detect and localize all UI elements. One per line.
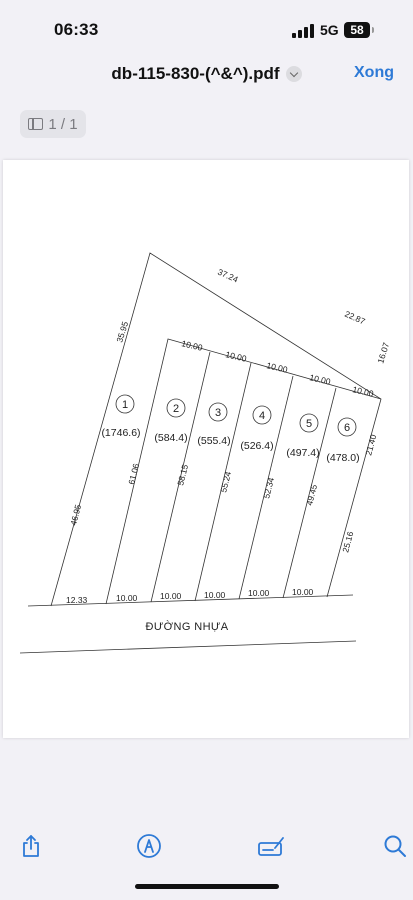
dim-inner-top-5: 10.00 bbox=[309, 372, 332, 387]
land-plot-drawing: 37.24 22.87 16.07 35.95 10.00 10.00 10.0… bbox=[19, 252, 391, 654]
dim-right-corner: 16.07 bbox=[375, 341, 391, 365]
cellular-signal-icon bbox=[292, 24, 314, 38]
dim-bottom-2: 10.00 bbox=[116, 593, 138, 603]
lot-marker-2 bbox=[166, 398, 186, 418]
road-edge-top bbox=[27, 594, 354, 607]
home-indicator[interactable] bbox=[135, 884, 279, 889]
page-indicator-text: 1 / 1 bbox=[48, 115, 78, 133]
dim-side-2: 61.06 bbox=[126, 462, 141, 485]
page-indicator[interactable]: 1 / 1 bbox=[20, 110, 86, 138]
lot-area-1: (1746.6) bbox=[101, 427, 140, 439]
lot-4-5-divider bbox=[238, 375, 294, 600]
lot-1-2-divider bbox=[105, 338, 382, 605]
lot-number-3: 3 bbox=[215, 407, 221, 419]
dim-side-5: 52.34 bbox=[261, 476, 276, 499]
lot-5-6-divider bbox=[282, 387, 337, 599]
dim-side-1: 46.95 bbox=[68, 503, 83, 526]
lot-area-5: (497.4) bbox=[286, 447, 319, 459]
status-bar: 06:33 5G 58 bbox=[0, 0, 413, 60]
network-type: 5G bbox=[320, 22, 339, 38]
lot-number-1: 1 bbox=[122, 399, 128, 411]
dim-inner-top-3: 10.00 bbox=[225, 349, 248, 364]
lot-3-4-divider bbox=[194, 362, 252, 602]
document-header: db-115-830-(^&^).pdf Xong bbox=[0, 56, 413, 96]
pdf-page[interactable]: 37.24 22.87 16.07 35.95 10.00 10.00 10.0… bbox=[3, 160, 409, 738]
dim-bottom-3: 10.00 bbox=[160, 591, 182, 601]
lot-number-4: 4 bbox=[259, 410, 265, 422]
dim-top-long: 37.24 bbox=[216, 267, 240, 285]
bottom-toolbar bbox=[0, 825, 413, 869]
dim-right-lower: 25.16 bbox=[340, 530, 355, 553]
dim-bottom-4: 10.00 bbox=[204, 590, 226, 600]
battery-level: 58 bbox=[350, 23, 364, 37]
lot-number-5: 5 bbox=[306, 418, 312, 430]
battery-icon: 58 bbox=[344, 22, 374, 38]
dim-bottom-5: 10.00 bbox=[248, 588, 270, 598]
lot-number-2: 2 bbox=[173, 403, 179, 415]
lot-area-3: (555.4) bbox=[197, 435, 230, 447]
document-title-text: db-115-830-(^&^).pdf bbox=[111, 64, 280, 83]
lot-area-2: (584.4) bbox=[154, 432, 187, 444]
sidebar-icon bbox=[28, 118, 44, 130]
lot-marker-1 bbox=[115, 394, 135, 414]
dim-bottom-1: 12.33 bbox=[66, 595, 88, 605]
dim-inner-top-2: 10.00 bbox=[181, 338, 204, 353]
dim-side-6: 49.45 bbox=[304, 483, 319, 506]
share-icon[interactable] bbox=[18, 833, 44, 859]
dim-top-short: 22.87 bbox=[343, 309, 367, 327]
chevron-down-icon[interactable] bbox=[285, 66, 302, 82]
done-button[interactable]: Xong bbox=[354, 64, 394, 81]
document-title[interactable]: db-115-830-(^&^).pdf bbox=[0, 64, 413, 84]
lot-marker-5 bbox=[299, 413, 319, 433]
road-label: ĐƯỜNG NHỰA bbox=[146, 620, 229, 633]
lot-marker-3 bbox=[208, 402, 228, 422]
search-icon[interactable] bbox=[382, 833, 408, 859]
lot-area-4: (526.4) bbox=[240, 440, 273, 452]
road-edge-bottom bbox=[19, 640, 357, 654]
dim-inner-top-6: 10.00 bbox=[352, 384, 375, 399]
lot-2-3-divider bbox=[150, 351, 211, 603]
markup-icon[interactable] bbox=[136, 833, 162, 859]
status-time: 06:33 bbox=[54, 20, 99, 39]
lot-marker-6 bbox=[337, 417, 357, 437]
lot-marker-4 bbox=[252, 405, 272, 425]
dim-side-4: 55.24 bbox=[218, 470, 233, 493]
plot-outline bbox=[50, 252, 382, 607]
dim-inner-top-4: 10.00 bbox=[266, 360, 289, 375]
dim-right-upper: 21.40 bbox=[363, 433, 378, 456]
dim-bottom-6: 10.00 bbox=[292, 587, 314, 597]
dim-side-3: 58.15 bbox=[175, 463, 190, 486]
lot-area-6: (478.0) bbox=[326, 452, 359, 464]
lot-number-6: 6 bbox=[344, 422, 350, 434]
signature-icon[interactable] bbox=[258, 833, 284, 859]
